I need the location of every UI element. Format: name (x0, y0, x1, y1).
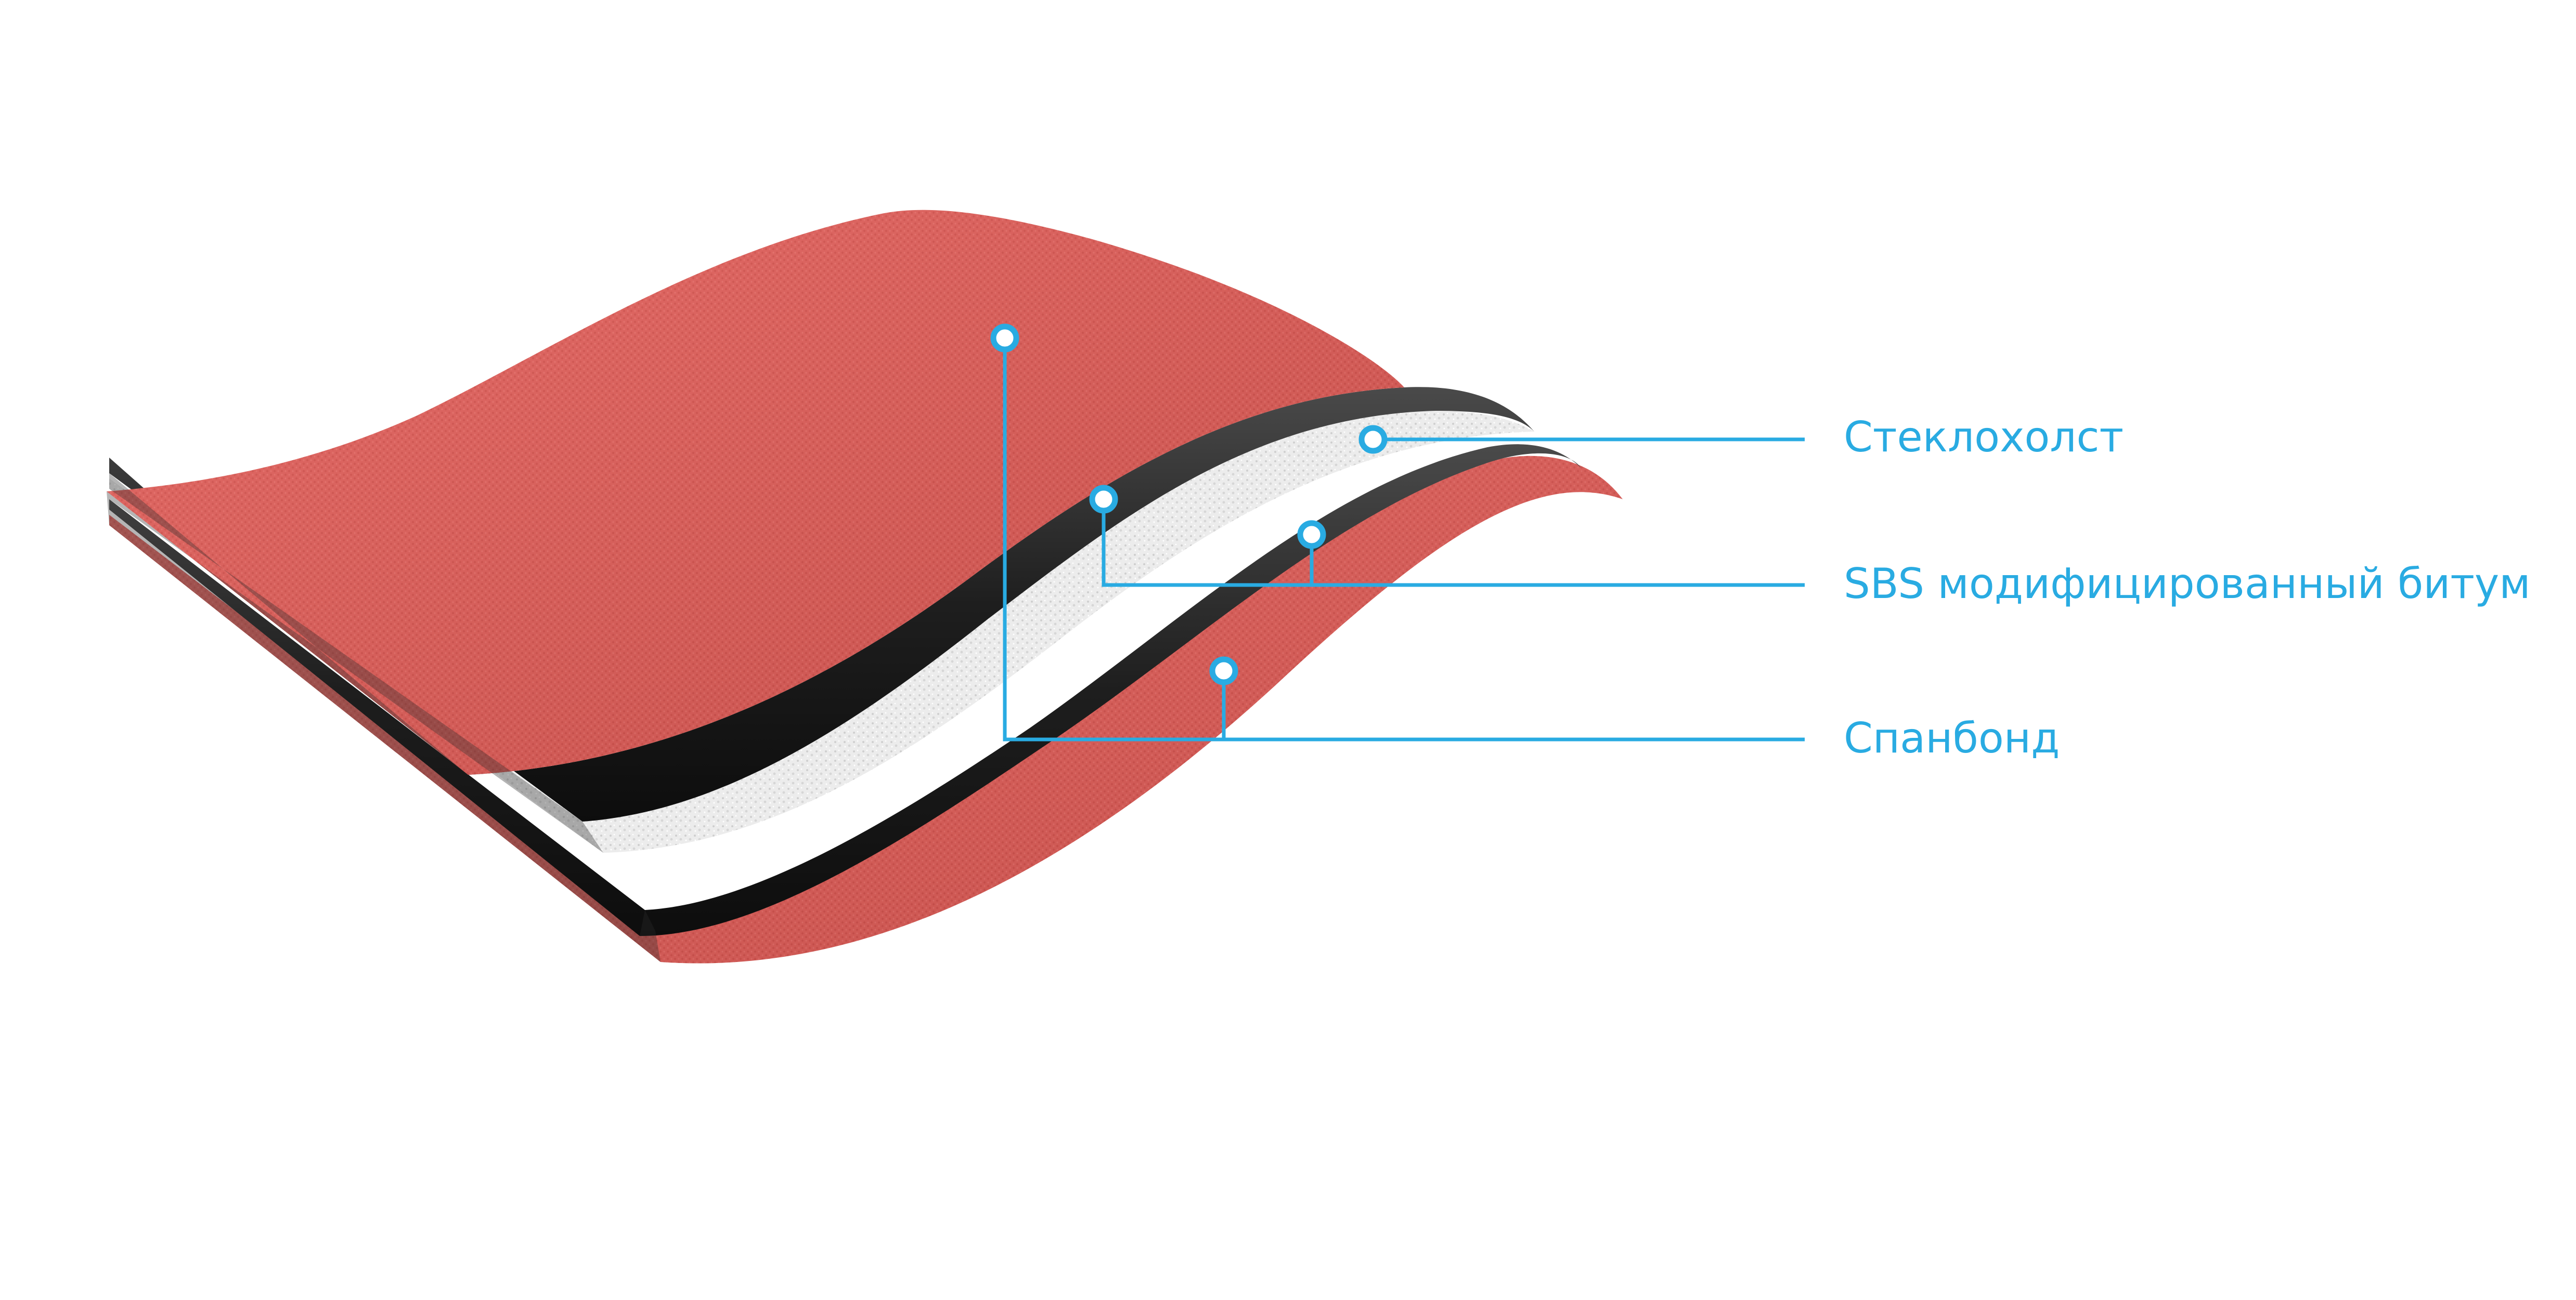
stack-side-edge (107, 473, 661, 962)
bitumen-upper-marker (1089, 485, 1118, 514)
spunbond-top-marker (990, 323, 1019, 353)
label-bitumen: SBS модифицированный битум (1844, 560, 2531, 608)
spunbond-bottom-marker (1209, 656, 1238, 685)
label-glass: Стеклохолст (1844, 413, 2124, 461)
upper-bitumen-layer (109, 387, 1534, 822)
bitumen-lower-marker (1297, 520, 1326, 549)
glass-marker (1358, 425, 1388, 454)
label-spunbond: Спанбонд (1844, 714, 2060, 762)
